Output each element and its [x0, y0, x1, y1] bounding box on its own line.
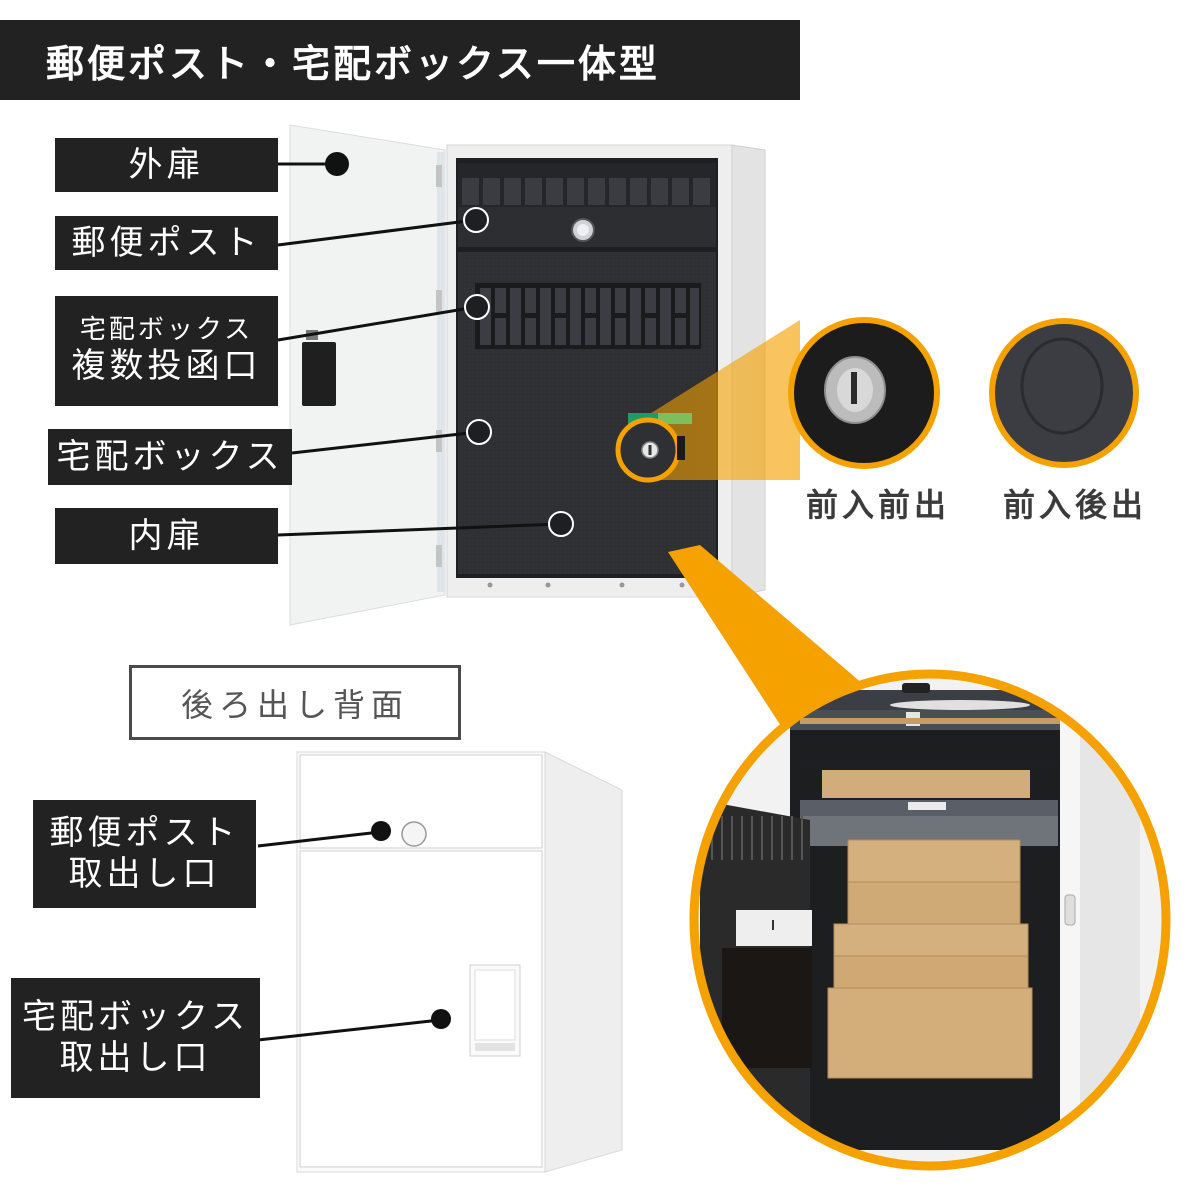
- label-text: 郵便ポスト: [71, 222, 262, 263]
- label-text: 宅配ボックス: [56, 436, 284, 477]
- label-text: 複数投函口: [71, 346, 262, 387]
- page-title: 郵便ポスト・宅配ボックス一体型: [0, 20, 800, 100]
- caption-front-in-front-out: 前入前出: [806, 486, 951, 524]
- lock-highlight-ring: [615, 417, 681, 483]
- front-cabinet: [289, 124, 766, 626]
- label-text: 取出し口: [59, 1038, 212, 1078]
- door-handle: [302, 342, 336, 406]
- label-inner-door: 内扉: [55, 508, 278, 564]
- label-delivery-box: 宅配ボックス: [48, 429, 292, 485]
- rear-cabinet: [296, 751, 623, 1173]
- label-text: 宅配ボックス: [22, 997, 249, 1038]
- leader-lines: [257, 152, 574, 1042]
- label-text: 外扉: [128, 144, 205, 185]
- label-mail-outlet: 郵便ポスト 取出し口: [33, 800, 256, 908]
- zoom-funnel: [640, 320, 800, 480]
- key-cylinder-lock-icon: [788, 317, 940, 469]
- caption-front-in-rear-out: 前入後出: [1003, 486, 1148, 524]
- label-text: 宅配ボックス: [79, 315, 254, 345]
- label-multi-slot: 宅配ボックス 複数投函口: [55, 296, 278, 406]
- label-text: 郵便ポスト: [49, 813, 240, 854]
- interior-view: [689, 669, 1171, 1171]
- label-text: 取出し口: [68, 854, 221, 894]
- rear-view-heading: 後ろ出し背面: [129, 665, 461, 740]
- rear-dial-lock-icon: [401, 821, 427, 847]
- label-text: 内扉: [128, 515, 205, 556]
- interior-zoom-ring: [689, 669, 1171, 1171]
- label-box-outlet: 宅配ボックス 取出し口: [11, 978, 260, 1098]
- dial-lock-icon: [571, 218, 595, 242]
- zoom-funnel-large: [668, 545, 870, 740]
- label-outer-door: 外扉: [55, 138, 278, 192]
- inner-door: [458, 252, 716, 574]
- blank-lock-cover-icon: [989, 318, 1139, 468]
- label-mail-post: 郵便ポスト: [55, 216, 278, 270]
